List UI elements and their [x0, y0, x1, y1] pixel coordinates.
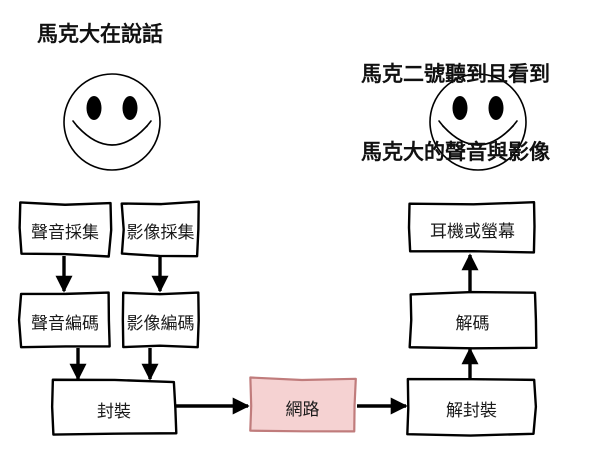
smiley-face-receiver — [429, 73, 527, 171]
node-box-video-encode[interactable] — [121, 291, 200, 349]
node-box-audio-capture[interactable] — [18, 201, 113, 258]
node-box-audio-encode[interactable] — [17, 291, 111, 349]
page-title-right-line2: 馬克大的聲音與影像 — [361, 141, 550, 164]
node-box-output-device[interactable] — [407, 201, 536, 254]
smiley-face-sender — [63, 73, 161, 171]
eye-right-icon — [122, 96, 138, 120]
eye-right-icon — [488, 96, 504, 120]
eye-left-icon — [86, 96, 102, 120]
node-box-decapsulate[interactable] — [406, 377, 538, 437]
page-title-left: 馬克大在說話 — [37, 23, 163, 46]
eye-left-icon — [452, 96, 468, 120]
node-box-video-capture[interactable] — [120, 200, 200, 258]
node-box-encapsulate[interactable] — [50, 378, 178, 436]
smile-icon — [76, 125, 148, 146]
page-title-right: 馬克二號聽到且看到 馬克大的聲音與影像 — [361, 10, 550, 192]
node-box-network[interactable] — [249, 376, 357, 433]
node-box-decode[interactable] — [408, 290, 538, 350]
smile-icon — [442, 125, 514, 146]
page-title-right-line1: 馬克二號聽到且看到 — [361, 63, 550, 86]
